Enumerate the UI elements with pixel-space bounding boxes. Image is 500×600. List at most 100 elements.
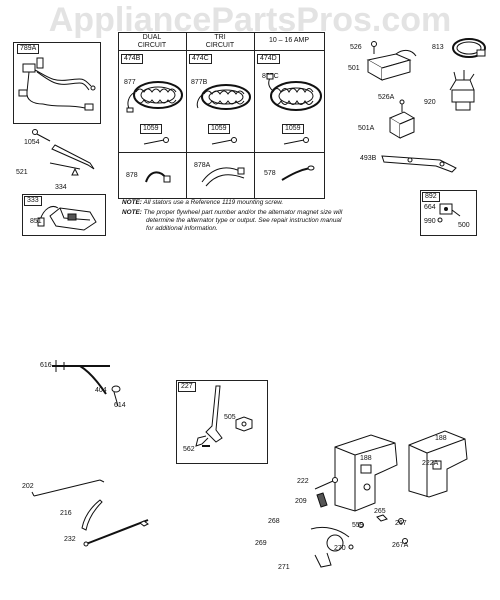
- part-209-label[interactable]: 209: [295, 498, 307, 505]
- part-501A-label[interactable]: 501A: [358, 125, 375, 132]
- part-559-label[interactable]: 559: [352, 522, 364, 529]
- bracket-493B-part[interactable]: [380, 146, 460, 176]
- part-1054-label[interactable]: 1054: [24, 139, 40, 146]
- box-227: [176, 380, 268, 464]
- part-878-label[interactable]: 878: [126, 172, 138, 179]
- part-474D-tag[interactable]: 474D: [257, 54, 280, 64]
- part-270-label[interactable]: 270: [334, 545, 346, 552]
- part-920-label[interactable]: 920: [424, 99, 436, 106]
- note-text-4: for additional information.: [146, 225, 218, 232]
- note-line-2: NOTE: The proper flywheel part number an…: [122, 209, 342, 217]
- part-616-label[interactable]: 616: [40, 362, 52, 369]
- screw-1059-part-1[interactable]: [140, 134, 180, 148]
- part-562-label[interactable]: 562: [183, 446, 195, 453]
- note-line-1: NOTE: All stators use a Reference 1119 m…: [122, 199, 283, 207]
- header-10-16-amp: 10 – 16 AMP: [268, 37, 310, 44]
- stator-table: [118, 32, 325, 199]
- stator-dual-circuit-part[interactable]: [120, 70, 186, 120]
- link-202-part[interactable]: [30, 474, 110, 504]
- part-202-label[interactable]: 202: [22, 483, 34, 490]
- part-505-label[interactable]: 505: [224, 414, 236, 421]
- part-493B-label[interactable]: 493B: [360, 155, 377, 162]
- part-227-tag[interactable]: 227: [178, 382, 196, 392]
- header-dual-circuit-text: DUAL CIRCUIT: [137, 34, 167, 49]
- part-271-label[interactable]: 271: [278, 564, 290, 571]
- stator-tri-circuit-part[interactable]: [188, 70, 254, 120]
- ring-404-part[interactable]: [108, 383, 124, 395]
- note-line-3: determine the alternator type or output.…: [146, 217, 341, 225]
- lever-227-part[interactable]: [176, 380, 266, 462]
- part-501-label[interactable]: 501: [348, 65, 360, 72]
- part-474B-tag[interactable]: 474B: [121, 54, 144, 64]
- part-990-label[interactable]: 990: [424, 218, 436, 225]
- part-664-label[interactable]: 664: [424, 204, 436, 211]
- note-text-1: All stators use a Reference 1119 mountin…: [143, 199, 284, 206]
- stator-table-vline-1: [186, 32, 187, 198]
- part-1059-tag-1[interactable]: 1059: [140, 124, 162, 134]
- part-1059-tag-2[interactable]: 1059: [208, 124, 230, 134]
- harness-878-part[interactable]: [140, 160, 180, 190]
- harness-878A-part[interactable]: [192, 156, 252, 192]
- part-222-label[interactable]: 222: [297, 478, 309, 485]
- part-500-label[interactable]: 500: [458, 222, 470, 229]
- header-dual-circuit: DUAL CIRCUIT: [118, 34, 186, 50]
- stator-table-vline-2: [254, 32, 255, 198]
- part-188-label-2[interactable]: 188: [435, 435, 447, 442]
- regulator-501-part[interactable]: [360, 36, 420, 86]
- regulator-501A-part[interactable]: [380, 98, 420, 148]
- part-269-label[interactable]: 269: [255, 540, 267, 547]
- stator-table-header-line: [118, 50, 324, 51]
- ignition-module-part[interactable]: [22, 194, 104, 234]
- part-232-label[interactable]: 232: [64, 536, 76, 543]
- wire-578-part[interactable]: [278, 160, 318, 190]
- part-851-label[interactable]: 851: [30, 218, 42, 225]
- header-tri-circuit-text: TRI CIRCUIT: [205, 34, 235, 49]
- part-878A-label[interactable]: 878A: [194, 162, 211, 169]
- part-877B-label[interactable]: 877B: [191, 79, 208, 86]
- part-526A-label[interactable]: 526A: [378, 94, 395, 101]
- solenoid-920-part[interactable]: [440, 70, 486, 116]
- box-892: [420, 190, 477, 236]
- part-877-label[interactable]: 877: [124, 79, 136, 86]
- part-265-label[interactable]: 265: [374, 508, 386, 515]
- part-521-label[interactable]: 521: [16, 169, 28, 176]
- control-bracket-part[interactable]: [305, 425, 485, 575]
- part-813-label[interactable]: 813: [432, 44, 444, 51]
- harness-box: [13, 42, 101, 124]
- clip-614-part[interactable]: [110, 390, 124, 410]
- part-188-label-1[interactable]: 188: [360, 455, 372, 462]
- cable-tie-part[interactable]: [30, 125, 100, 175]
- note-prefix-1: NOTE:: [122, 199, 142, 206]
- part-268-label[interactable]: 268: [268, 518, 280, 525]
- switch-892-part[interactable]: [420, 190, 475, 234]
- wire-harness-part[interactable]: [13, 42, 99, 122]
- link-232-part[interactable]: [80, 512, 160, 552]
- part-578-label[interactable]: 578: [264, 170, 276, 177]
- stator-table-mid-line: [118, 152, 324, 153]
- part-614-label[interactable]: 614: [114, 402, 126, 409]
- part-333-tag[interactable]: 333: [24, 196, 42, 206]
- part-267-label[interactable]: 267: [395, 520, 407, 527]
- spring-216-part[interactable]: [72, 494, 112, 534]
- header-tri-circuit: TRI CIRCUIT: [186, 34, 254, 50]
- part-789A-tag[interactable]: 789A: [17, 44, 40, 54]
- hose-clamp-813-part[interactable]: [447, 34, 491, 64]
- part-892-tag[interactable]: 892: [422, 192, 440, 202]
- module-box-333: [22, 194, 106, 236]
- note-line-4: for additional information.: [146, 225, 218, 233]
- part-216-label[interactable]: 216: [60, 510, 72, 517]
- shaft-616-part[interactable]: [50, 352, 130, 402]
- part-1059-tag-3[interactable]: 1059: [282, 124, 304, 134]
- part-222A-label[interactable]: 222A: [422, 460, 439, 467]
- part-526-label[interactable]: 526: [350, 44, 362, 51]
- note-prefix-2: NOTE:: [122, 209, 142, 216]
- part-267A-label[interactable]: 267A: [392, 542, 409, 549]
- stator-10-16-amp-part[interactable]: [256, 70, 324, 120]
- note-text-2: The proper flywheel part number and/or t…: [143, 209, 343, 216]
- part-334-label[interactable]: 334: [55, 184, 67, 191]
- part-404-label[interactable]: 404: [95, 387, 107, 394]
- screw-1059-part-2[interactable]: [208, 134, 248, 148]
- part-474C-tag[interactable]: 474C: [189, 54, 212, 64]
- screw-1059-part-3[interactable]: [280, 134, 320, 148]
- note-text-3: determine the alternator type or output.…: [146, 217, 342, 224]
